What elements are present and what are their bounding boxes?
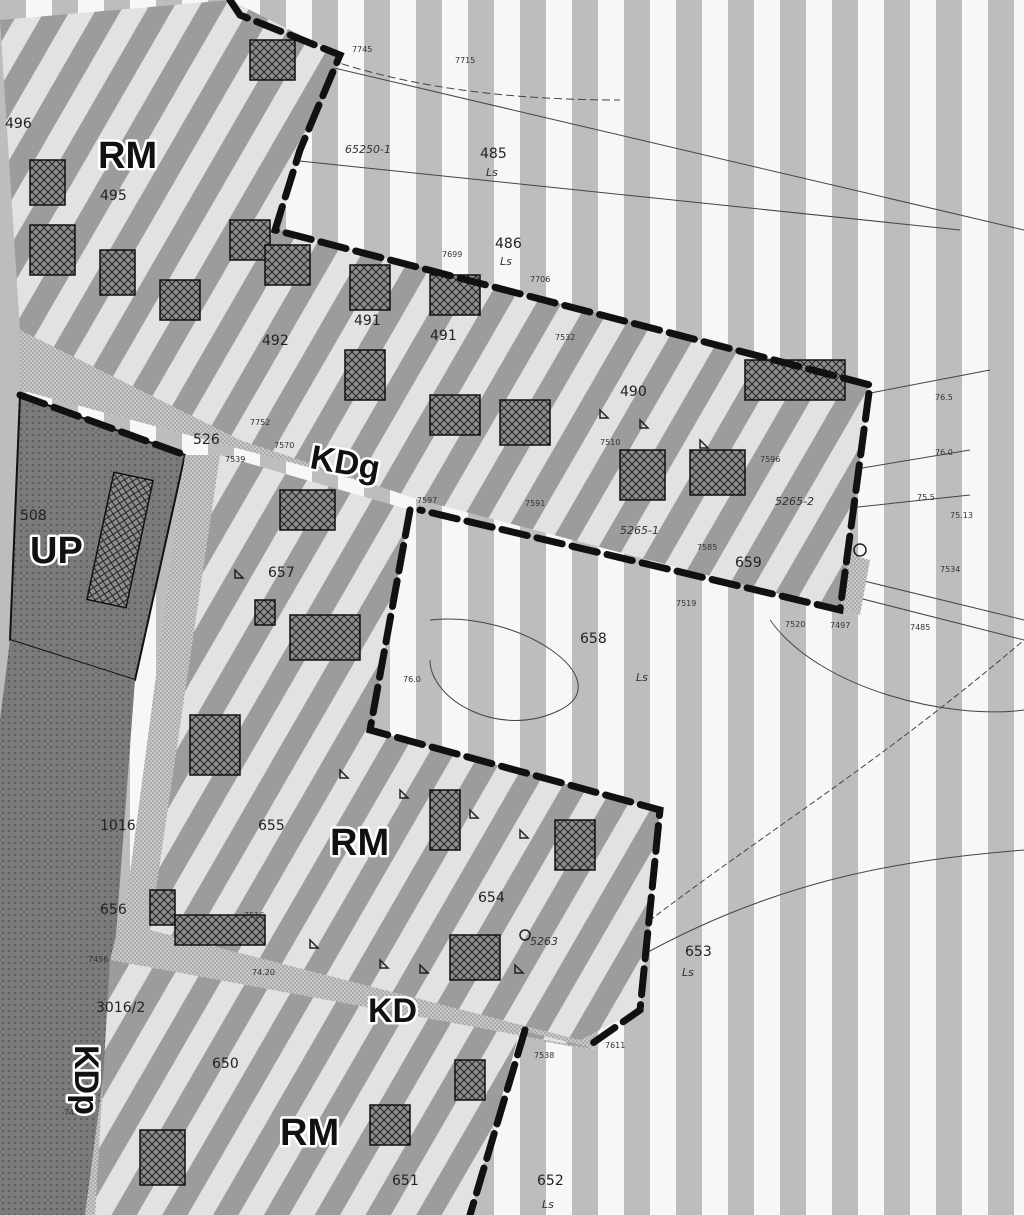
spot-height-label: 7510 <box>600 438 620 447</box>
parcel-526-label: 526 <box>193 432 220 448</box>
buildings <box>29 39 846 1186</box>
spot-height-label: 7538 <box>534 1051 554 1060</box>
zone-label-kd: KD <box>368 992 417 1030</box>
parcel-650-label: 650 <box>212 1056 239 1072</box>
survey-point-marker <box>519 929 531 941</box>
zone-label-rm-top: RM <box>98 135 157 177</box>
parcel-651-label: 651 <box>392 1173 419 1189</box>
spot-height-label: 7519 <box>676 599 696 608</box>
spot-height-label: 7497 <box>830 621 850 630</box>
survey-point-id: 5265-1 <box>620 524 659 537</box>
parcel-492-label: 492 <box>262 333 289 349</box>
spot-height-label: 7745 <box>352 45 372 54</box>
parcel-485-use: Ls <box>486 166 498 179</box>
spot-height-label: 7520 <box>785 620 805 629</box>
spot-height-label: 74.20 <box>252 968 275 977</box>
parcel-3016-label: 3016/2 <box>96 1000 145 1016</box>
spot-height-label: 7570 <box>274 441 294 450</box>
zone-label-rm-bottom: RM <box>280 1112 339 1154</box>
spot-height-label: 76.5 <box>935 393 953 402</box>
parcel-508-label: 508 <box>20 508 47 524</box>
parcel-485-label: 485 <box>480 146 507 162</box>
spot-height-label: 7596 <box>760 455 780 464</box>
spot-height-label: 7485 <box>910 623 930 632</box>
parcel-652-label: 652 <box>537 1173 564 1189</box>
parcel-653-use: Ls <box>682 966 694 979</box>
parcel-654-label: 654 <box>478 890 505 906</box>
parcel-491b-label: 491 <box>430 328 457 344</box>
spot-height-label: 7597 <box>417 496 437 505</box>
survey-point-id: 5265-2 <box>775 495 814 508</box>
parcel-496-label: 496 <box>5 116 32 132</box>
survey-point-id: 65250-1 <box>345 143 391 156</box>
rm-zone-mid-area <box>150 455 660 1040</box>
survey-point-marker <box>853 543 867 557</box>
boundary-markers <box>234 408 710 974</box>
parcel-655-label: 655 <box>258 818 285 834</box>
spot-height-label: 7715 <box>455 56 475 65</box>
parcel-652-use: Ls <box>542 1198 554 1211</box>
parcel-657-label: 657 <box>268 565 295 581</box>
spot-heights: 7745 7715 7699 7706 7752 7596 7591 7597 … <box>64 45 973 1117</box>
spot-height-label: 76.0 <box>403 675 421 684</box>
spot-height-label: 7452 <box>64 1108 84 1117</box>
spot-height-label: 7699 <box>442 250 462 259</box>
spot-height-label: 7456 <box>88 955 108 964</box>
parcel-490-label: 490 <box>620 384 647 400</box>
spot-height-label: 7532 <box>555 333 575 342</box>
parcel-658-use: Ls <box>636 671 648 684</box>
spot-height-label: 76.0 <box>935 448 953 457</box>
parcel-653-label: 653 <box>685 944 712 960</box>
parcel-1016-label: 1016 <box>100 818 136 834</box>
left-dark-strip <box>0 640 135 1215</box>
spot-height-label: 7534 <box>940 565 960 574</box>
parcel-656-label: 656 <box>100 902 127 918</box>
parcel-486-label: 486 <box>495 236 522 252</box>
zone-boundaries <box>16 0 874 1215</box>
rm-zone-bottom-area <box>95 960 600 1215</box>
parcel-658-label: 658 <box>580 631 607 647</box>
spot-height-label: 75.5 <box>917 493 935 502</box>
zone-label-rm-mid: RM <box>330 822 389 864</box>
parcel-486-use: Ls <box>500 255 512 268</box>
spot-height-label: 7611 <box>605 1041 625 1050</box>
spot-height-label: 7585 <box>697 543 717 552</box>
survey-point-id: 5263 <box>530 935 558 948</box>
zone-label-up: UP <box>30 530 83 572</box>
zone-label-kdp: KDp <box>67 1045 105 1115</box>
parcel-495-label: 495 <box>100 188 127 204</box>
parcel-491-label: 491 <box>354 313 381 329</box>
spot-height-label: 7706 <box>530 275 550 284</box>
spot-height-label: 7752 <box>250 418 270 427</box>
spot-height-label: 7591 <box>525 499 545 508</box>
road-kd <box>110 920 600 1050</box>
spot-height-label: 7539 <box>225 455 245 464</box>
parcel-659-label: 659 <box>735 555 762 571</box>
spot-height-label: 75.13 <box>950 511 973 520</box>
spot-height-label: 7516 <box>244 911 264 920</box>
